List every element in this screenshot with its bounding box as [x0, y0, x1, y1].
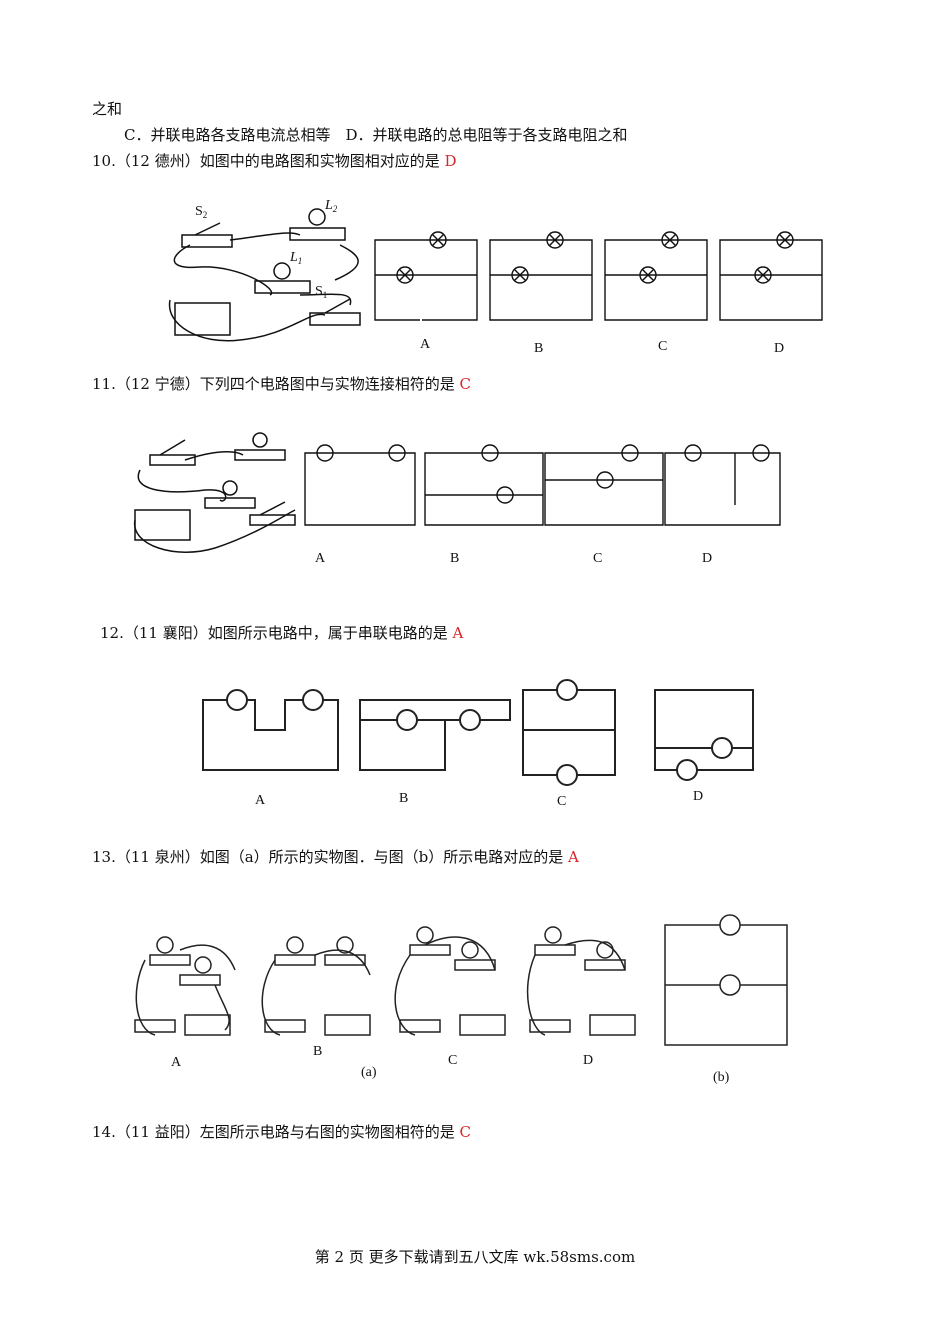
diagram-label-b: B — [534, 341, 543, 356]
question-number: 10. — [92, 152, 116, 170]
question-text: （12 宁德）下列四个电路图中与实物连接相符的是 — [115, 375, 460, 393]
power-supply — [174, 302, 231, 336]
question-14: 14.（11 益阳）左图所示电路与右图的实物图相符的是 C — [92, 1121, 471, 1142]
question-10: 10.（12 德州）如图中的电路图和实物图相对应的是 D — [92, 150, 457, 171]
lamp-base — [254, 280, 311, 294]
q12-circuit-a — [202, 689, 339, 771]
svg-text:S1: S1 — [315, 284, 327, 300]
q11-circuit-d — [664, 444, 781, 526]
q13-apparatus-a — [134, 936, 236, 1036]
diagram-label-a: A — [315, 551, 326, 566]
q10-circuit-d — [719, 231, 823, 321]
svg-text:L2: L2 — [324, 198, 338, 214]
question-text: （11 泉州）如图（a）所示的实物图．与图（b）所示电路对应的是 — [115, 848, 569, 866]
answer: A — [568, 848, 579, 866]
diagram-label-a: A — [420, 337, 431, 352]
wire — [299, 293, 352, 306]
q11-figure: A B C D — [134, 432, 781, 566]
answer: C — [459, 375, 471, 393]
wire — [173, 244, 273, 296]
wire — [229, 232, 301, 241]
answer: A — [452, 624, 464, 642]
diagram-label-b: B — [399, 791, 408, 806]
q13-figure: A B (a) C D (b) — [134, 914, 788, 1085]
diagram-label-c: C — [593, 551, 602, 566]
page-footer: 第 2 页 更多下载请到五八文库 wk.58sms.com — [314, 1248, 636, 1266]
question-number: 12. — [100, 624, 124, 642]
q10-circuit-a — [374, 231, 478, 323]
question-number: 14. — [92, 1123, 116, 1141]
q11-circuit-b — [424, 444, 544, 526]
diagram-label-a: A — [255, 793, 266, 808]
q10-figure: S2 L2 L1 S1 A B C D — [168, 198, 823, 356]
switch-lever — [194, 222, 221, 236]
answer: C — [459, 1123, 471, 1141]
q12-circuit-c — [522, 679, 616, 786]
diagram-label-d: D — [702, 551, 712, 566]
q11-circuit-a — [304, 444, 416, 526]
q13-apparatus-b — [261, 936, 371, 1036]
diagram-label-d: D — [774, 341, 784, 356]
lamp-base — [289, 227, 346, 241]
q10-circuit-b — [489, 231, 593, 321]
question-text: （12 德州）如图中的电路图和实物图相对应的是 — [115, 152, 445, 170]
caption-a: (a) — [361, 1065, 377, 1080]
question-11: 11.（12 宁德）下列四个电路图中与实物连接相符的是 C — [92, 373, 471, 394]
q13-circuit-b-diagram — [664, 914, 788, 1046]
wire — [334, 244, 359, 281]
q11-circuit-c — [544, 444, 664, 526]
svg-text:L1: L1 — [289, 250, 302, 266]
question-number: 11. — [92, 375, 116, 393]
question-12: 12.（11 襄阳）如图所示电路中，属于串联电路的是 A — [100, 622, 463, 643]
answer: D — [444, 152, 457, 170]
caption-b: (b) — [713, 1070, 730, 1085]
diagram-label-d: D — [583, 1053, 593, 1068]
q12-circuit-b — [359, 699, 511, 771]
switch-base — [309, 312, 361, 326]
switch-lever — [324, 298, 351, 314]
svg-text:S2: S2 — [195, 204, 207, 220]
question-text: （11 益阳）左图所示电路与右图的实物图相符的是 — [115, 1123, 460, 1141]
diagram-label-b: B — [450, 551, 459, 566]
q12-circuit-d — [654, 689, 754, 781]
q13-apparatus-d — [526, 926, 636, 1036]
diagram-label-a: A — [171, 1055, 182, 1070]
diagram-label-c: C — [658, 339, 667, 354]
q12-figure: A B C D — [202, 679, 754, 809]
q13-apparatus-c — [394, 926, 506, 1036]
lamp-bulb — [308, 208, 326, 226]
diagram-label-c: C — [448, 1053, 457, 1068]
question-text: （11 襄阳）如图所示电路中，属于串联电路的是 — [123, 624, 453, 642]
prev-question-tail: 之和 — [92, 100, 123, 118]
diagram-label-c: C — [557, 794, 566, 809]
q10-circuit-c — [604, 231, 708, 321]
lamp-bulb — [273, 262, 291, 280]
switch-base — [181, 234, 233, 248]
question-number: 13. — [92, 848, 116, 866]
options-c-d: C．并联电路各支路电流总相等 D．并联电路的总电阻等于各支路电阻之和 — [124, 126, 628, 144]
diagram-label-d: D — [693, 789, 703, 804]
diagram-label-b: B — [313, 1044, 322, 1059]
question-13: 13.（11 泉州）如图（a）所示的实物图．与图（b）所示电路对应的是 A — [92, 846, 579, 867]
